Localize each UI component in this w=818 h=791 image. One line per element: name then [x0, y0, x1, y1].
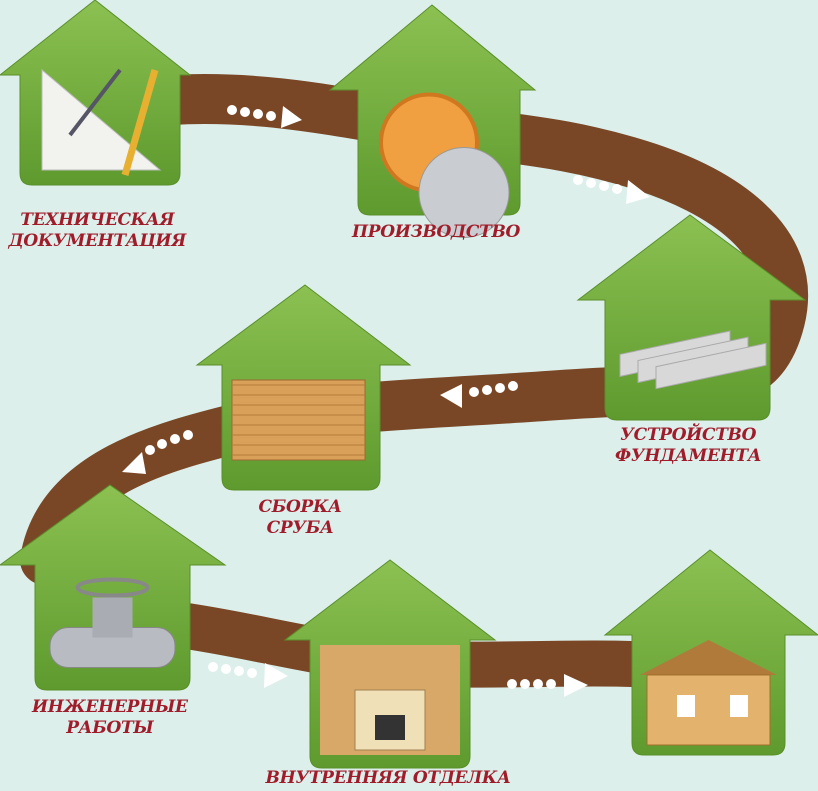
- step-label: ВНУТРЕННЯЯ ОТДЕЛКА: [266, 768, 511, 789]
- step-label-line: СРУБА: [266, 518, 334, 538]
- step-label-line: ПРОИЗВОДСТВО: [352, 222, 521, 242]
- step-label-line: ВНУТРЕННЯЯ ОТДЕЛКА: [265, 768, 511, 788]
- finished-house-icon: [640, 640, 777, 746]
- step-label-line: ТЕХНИЧЕСКАЯ: [20, 210, 175, 230]
- step-label: ПРОИЗВОДСТВО: [352, 222, 520, 243]
- arrow-left: [440, 381, 518, 408]
- house-step: [0, 0, 192, 186]
- step-label-line: УСТРОЙСТВО: [620, 425, 757, 445]
- arrow-left: [122, 430, 193, 474]
- house-step: [603, 549, 818, 756]
- arrow-right: [208, 662, 288, 688]
- pipe-valve-icon: [49, 577, 176, 668]
- drafting-tools-icon: [41, 68, 162, 176]
- step-label-line: ДОКУМЕНТАЦИЯ: [8, 231, 187, 251]
- house-step: [195, 284, 412, 491]
- house-step: [283, 559, 497, 769]
- house-step: [576, 214, 807, 421]
- step-label-line: ИНЖЕНЕРНЫЕ: [32, 697, 188, 717]
- saw-log-icon: [379, 92, 510, 238]
- house-step: [328, 4, 537, 238]
- arrow-right: [507, 674, 588, 697]
- fireplace-interior-icon: [320, 645, 460, 755]
- step-label-line: РАБОТЫ: [66, 718, 154, 738]
- step-label-line: ФУНДАМЕНТА: [615, 446, 762, 466]
- log-frame-icon: [231, 379, 366, 461]
- arrow-right: [573, 175, 650, 204]
- foundation-blocks-icon: [619, 330, 767, 390]
- direction-arrows: [122, 105, 650, 697]
- house-step: [0, 484, 227, 691]
- step-label-line: СБОРКА: [258, 497, 342, 517]
- arrow-right: [227, 105, 302, 128]
